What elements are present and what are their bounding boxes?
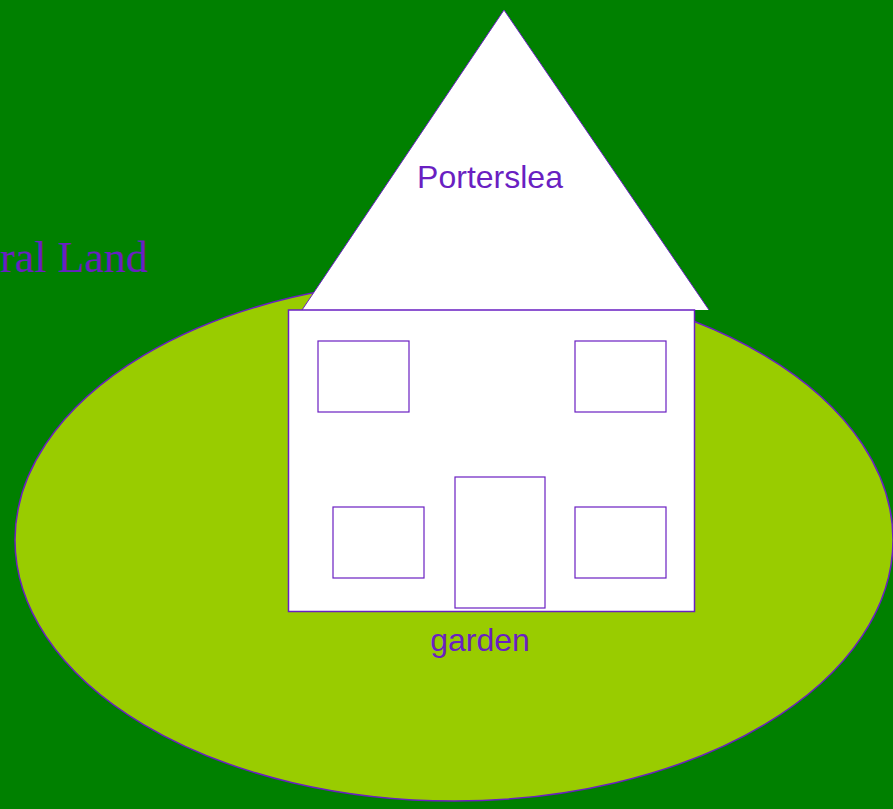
house: Porterslea bbox=[288, 10, 695, 612]
house-name: Porterslea bbox=[417, 161, 563, 193]
garden-area: gardenPorterslea bbox=[14, 278, 893, 802]
region-label: ral Land bbox=[0, 236, 148, 280]
house-outline bbox=[288, 10, 695, 612]
area-label: garden bbox=[430, 624, 530, 656]
